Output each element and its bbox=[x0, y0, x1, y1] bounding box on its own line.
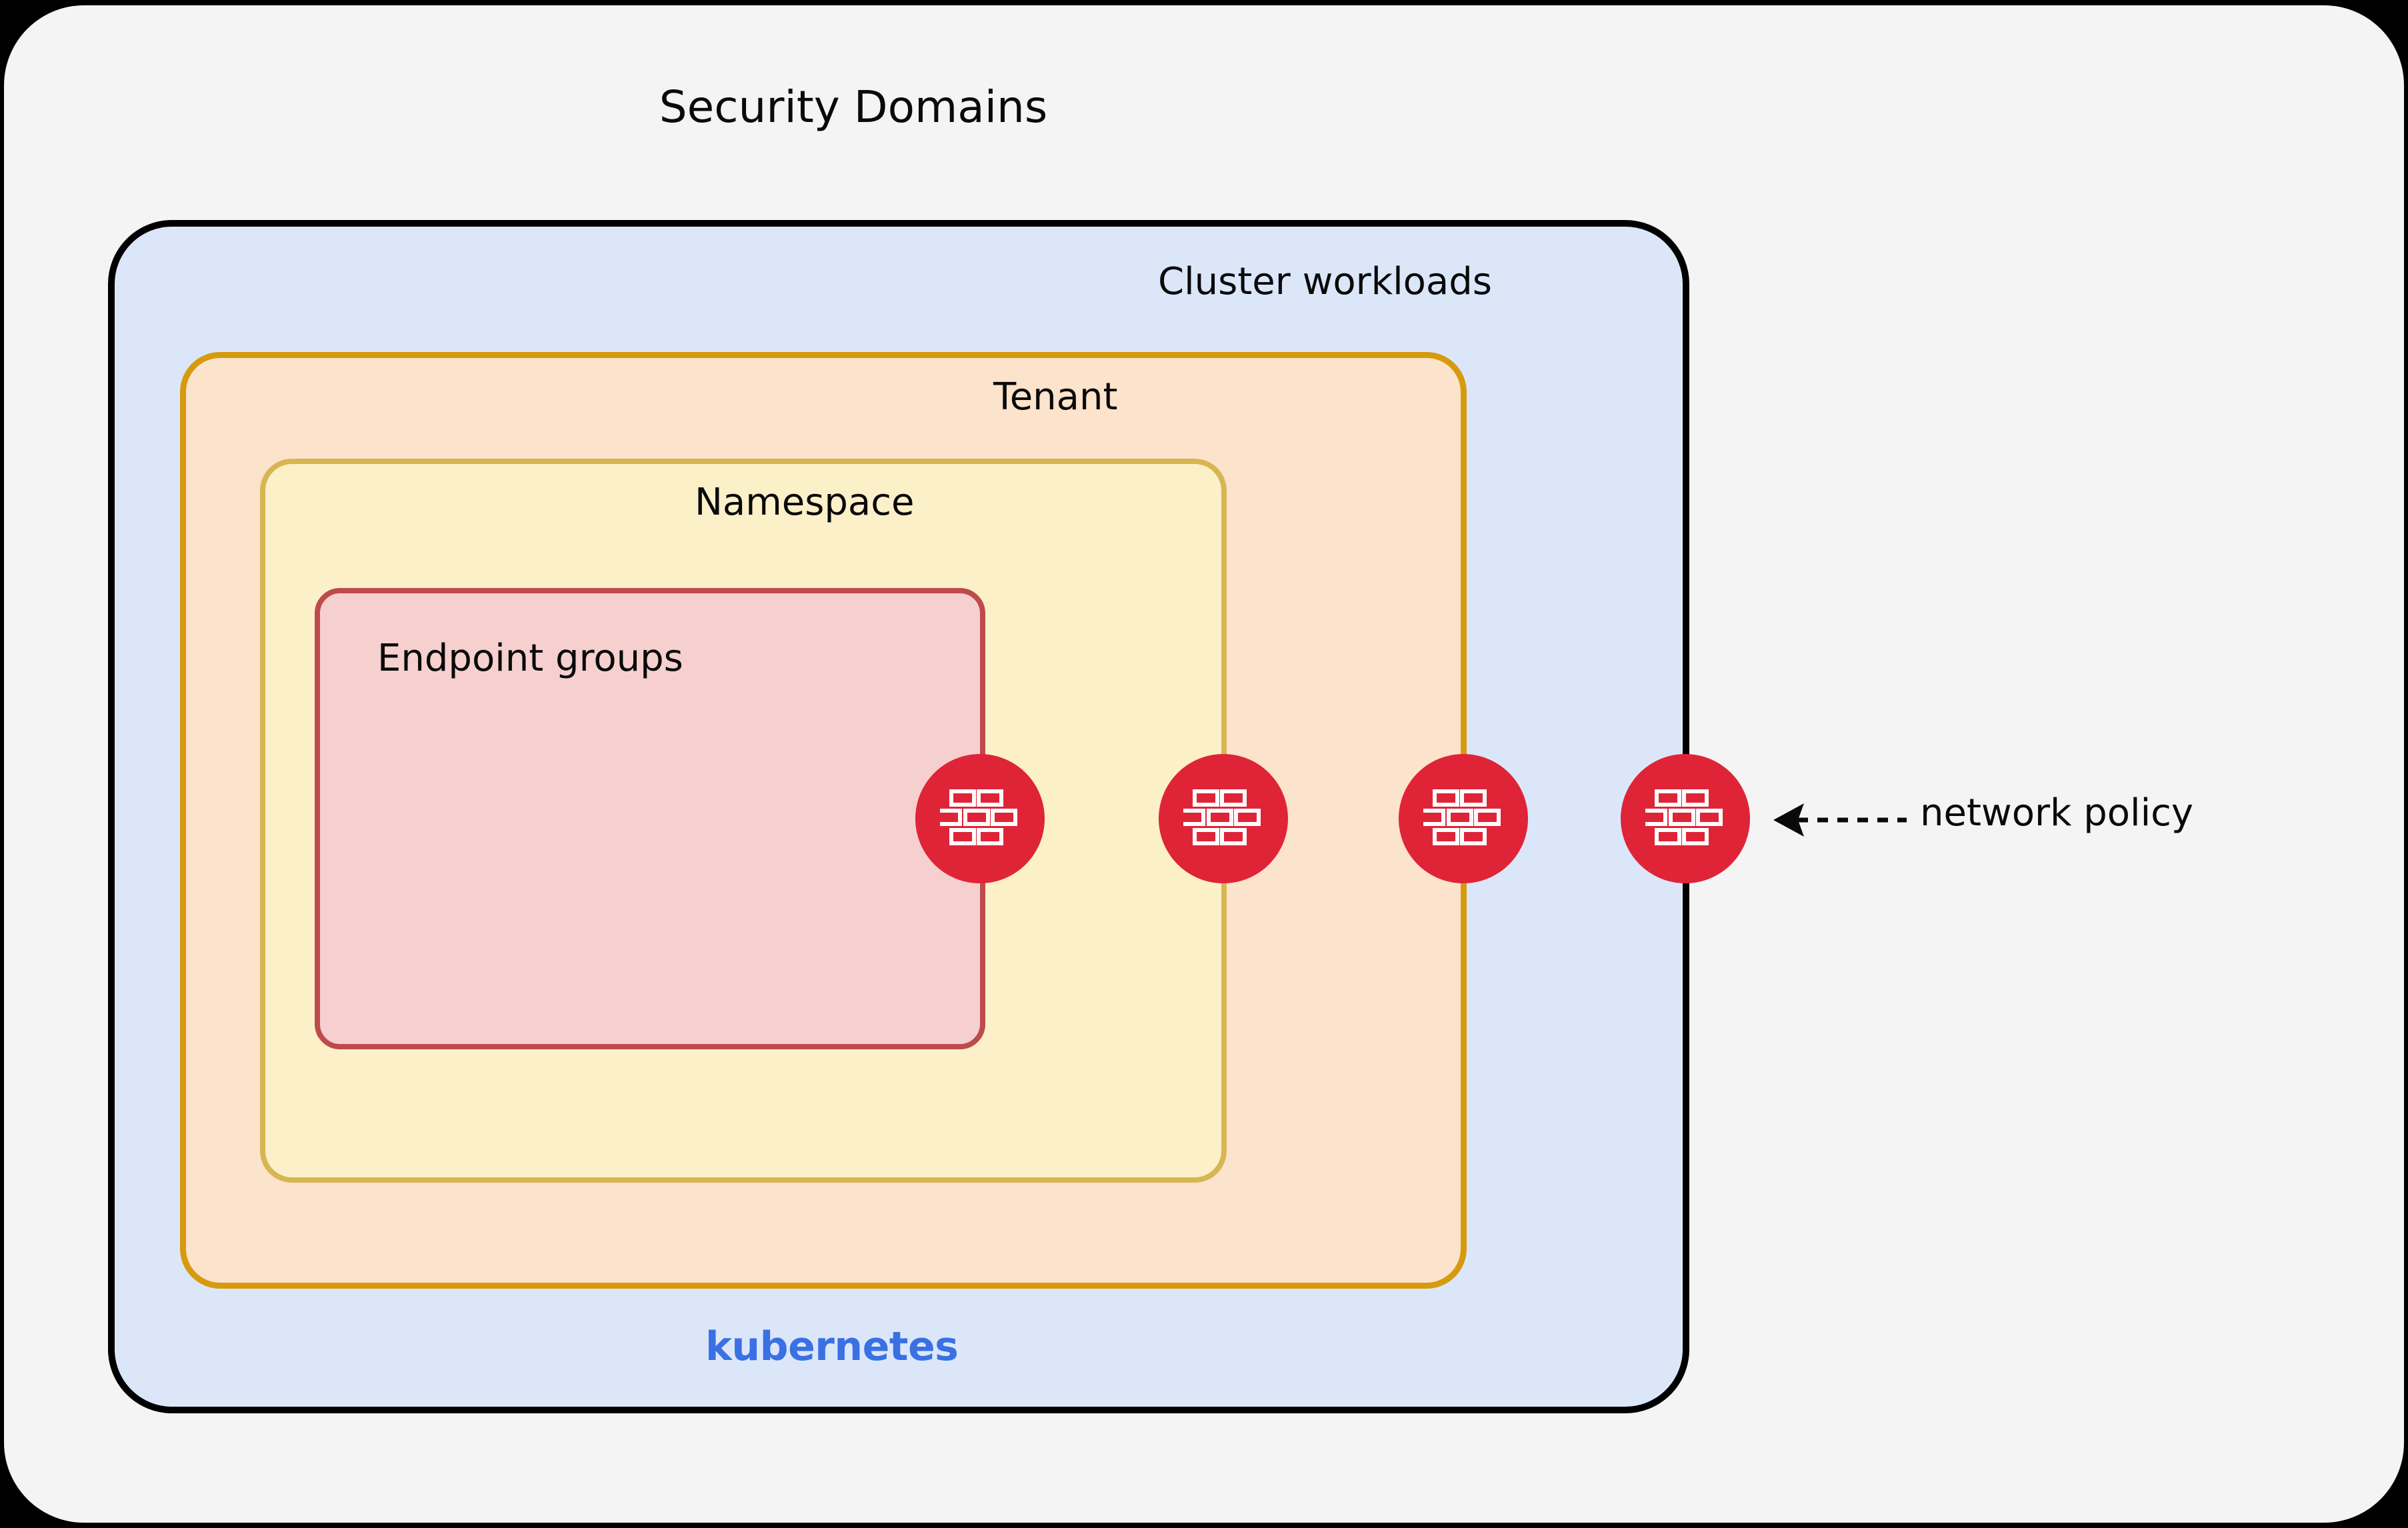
brick-wall-icon bbox=[1645, 789, 1723, 845]
kubernetes-brand-label: kubernetes bbox=[705, 1323, 959, 1370]
network-policy-arrow-icon bbox=[1773, 790, 1913, 850]
firewall-icon-cluster-boundary bbox=[1621, 754, 1750, 883]
tenant-label: Tenant bbox=[993, 375, 1118, 419]
brick-wall-icon bbox=[940, 789, 1017, 845]
namespace-label: Namespace bbox=[695, 481, 915, 524]
brick-wall-icon bbox=[1423, 789, 1501, 845]
firewall-icon-endpoint-groups-boundary bbox=[915, 754, 1045, 883]
cluster-workloads-label: Cluster workloads bbox=[1158, 260, 1492, 303]
endpoint-groups-label: Endpoint groups bbox=[377, 637, 683, 680]
endpoint-groups-box bbox=[315, 588, 985, 1049]
page-title: Security Domains bbox=[659, 81, 1048, 133]
network-policy-label: network policy bbox=[1920, 791, 2194, 835]
brick-wall-icon bbox=[1183, 789, 1261, 845]
firewall-icon-tenant-boundary bbox=[1399, 754, 1528, 883]
firewall-icon-namespace-boundary bbox=[1159, 754, 1288, 883]
